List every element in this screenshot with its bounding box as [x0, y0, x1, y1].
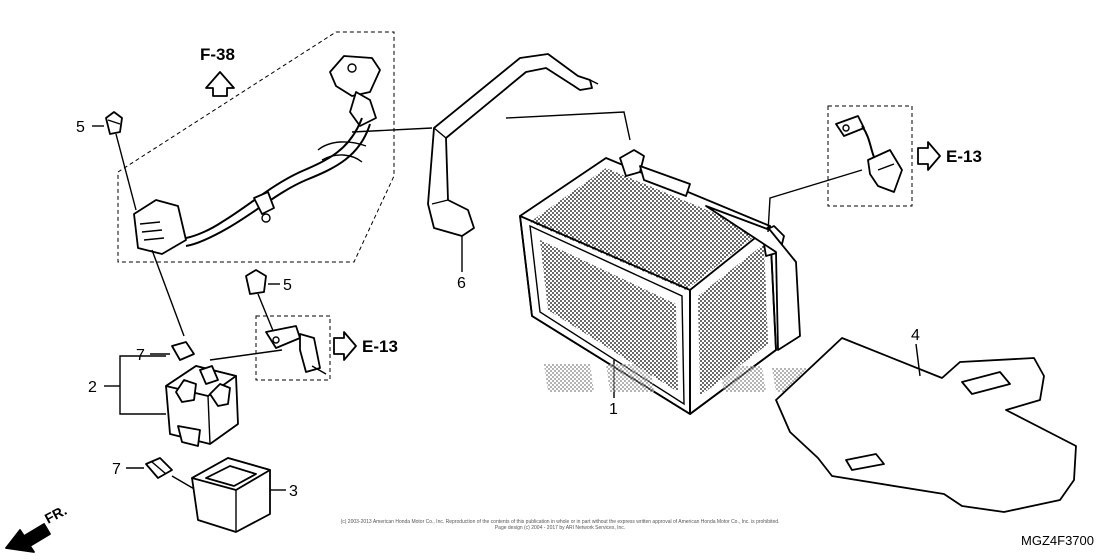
fuse-lower[interactable]	[145, 457, 173, 479]
battery[interactable]	[519, 149, 801, 415]
ground-cable-right[interactable]	[835, 115, 903, 193]
ref-e13-right[interactable]: E-13	[946, 147, 982, 166]
fuse-upper[interactable]	[171, 341, 219, 385]
callout-3: 3	[289, 483, 298, 500]
harness-group-box	[117, 31, 395, 263]
diagram-code: MGZ4F3700	[1021, 533, 1094, 548]
battery-plate[interactable]	[775, 337, 1077, 513]
ref-e13-left[interactable]: E-13	[362, 337, 398, 356]
relay-harness[interactable]	[133, 55, 381, 255]
ref-e13-left-arrow[interactable]: E-13	[333, 331, 398, 361]
bolt-upper[interactable]	[105, 111, 123, 135]
battery-band[interactable]	[427, 53, 599, 237]
copyright-line-1: (c) 2003-2013 American Honda Motor Co., …	[340, 519, 780, 525]
callout-5-upper: 5	[76, 119, 85, 136]
callout-5-middle: 5	[283, 277, 292, 294]
callout-4: 4	[911, 327, 920, 344]
ref-e13-right-arrow[interactable]: E-13	[917, 141, 982, 171]
copyright-notice: (c) 2003-2013 American Honda Motor Co., …	[250, 519, 870, 531]
ref-f38[interactable]: F-38	[200, 45, 235, 64]
bolt-middle[interactable]	[245, 269, 267, 295]
front-label: FR.	[42, 502, 69, 527]
ground-cable-left[interactable]	[265, 325, 327, 375]
front-direction-arrow: FR.	[5, 502, 69, 553]
ref-f38-arrow[interactable]: F-38	[200, 45, 235, 97]
logo-watermark	[544, 364, 816, 392]
callout-2: 2	[88, 379, 97, 396]
callout-7-lower: 7	[112, 461, 121, 478]
callout-6: 6	[457, 275, 466, 292]
copyright-line-2: Page design (c) 2004 - 2017 by ARI Netwo…	[494, 525, 626, 531]
callout-1: 1	[609, 401, 618, 418]
starter-relay[interactable]	[165, 365, 239, 447]
relay-cover[interactable]	[191, 457, 271, 533]
